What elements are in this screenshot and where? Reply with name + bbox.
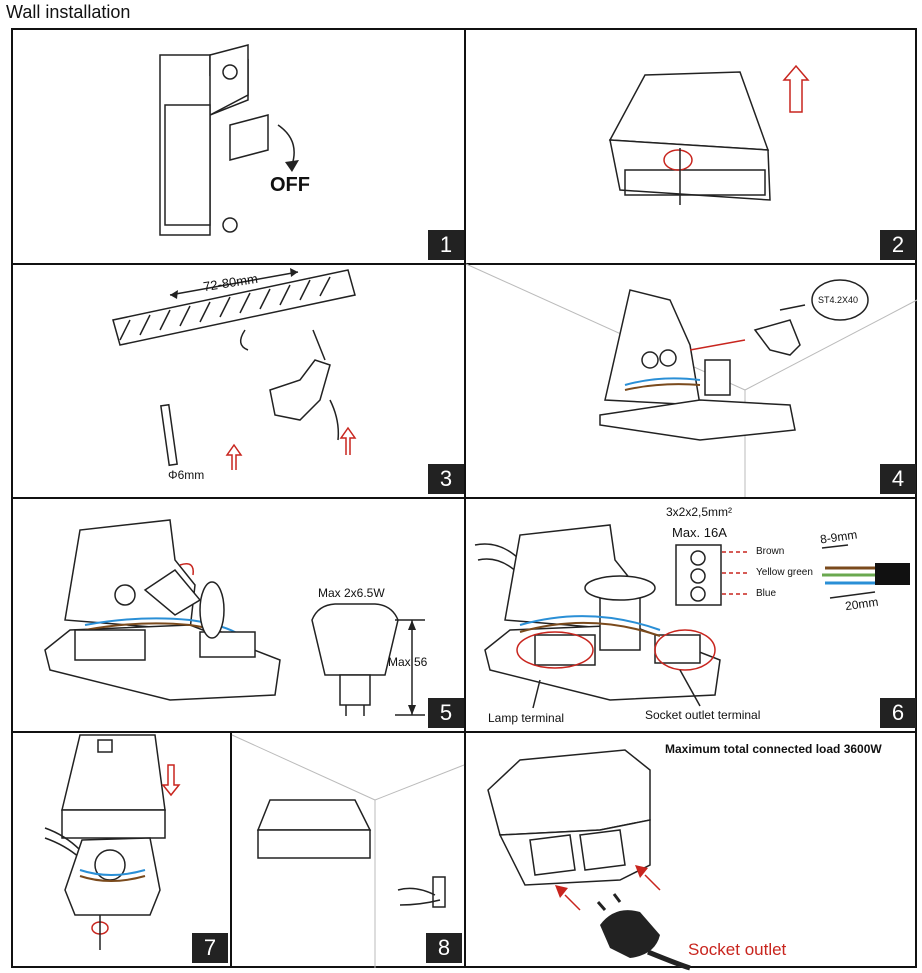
panel-number: 4 <box>880 464 916 494</box>
grid-divider <box>464 28 466 733</box>
panel-number: 8 <box>426 933 462 963</box>
page-title: Wall installation <box>6 2 131 22</box>
cable-spec-label: 3x2x2,5mm² <box>666 505 733 519</box>
panel-number: 3 <box>428 464 464 494</box>
lamp-terminal-label: Lamp terminal <box>488 711 565 725</box>
grid-divider <box>11 263 917 265</box>
screw-spec-label: ST4.2X40 <box>818 295 859 305</box>
socket-outlet-label: Socket outlet <box>688 940 787 959</box>
grid-divider <box>11 731 917 733</box>
panel-number: 5 <box>428 698 464 728</box>
max-load-label: Maximum total connected load 3600W <box>665 742 882 756</box>
off-label: OFF <box>270 174 310 196</box>
panel-number: 2 <box>880 230 916 260</box>
max-height-label: Max 56 <box>388 655 428 669</box>
panel-number: 1 <box>428 230 464 260</box>
wire-brown-label: Brown <box>756 546 785 557</box>
grid-divider <box>230 733 232 968</box>
wire-blue-label: Blue <box>756 588 777 599</box>
wire-yellow-green-label: Yellow green <box>756 567 813 578</box>
max-power-label: Max 2x6.5W <box>318 586 385 600</box>
socket-terminal-label: Socket outlet terminal <box>645 708 761 722</box>
grid-divider <box>11 497 917 499</box>
drill-diameter-label: Φ6mm <box>168 468 205 482</box>
max-current-label: Max. 16A <box>672 525 727 540</box>
grid-divider <box>464 733 466 968</box>
panel-number: 7 <box>192 933 228 963</box>
panel-number: 6 <box>880 698 916 728</box>
